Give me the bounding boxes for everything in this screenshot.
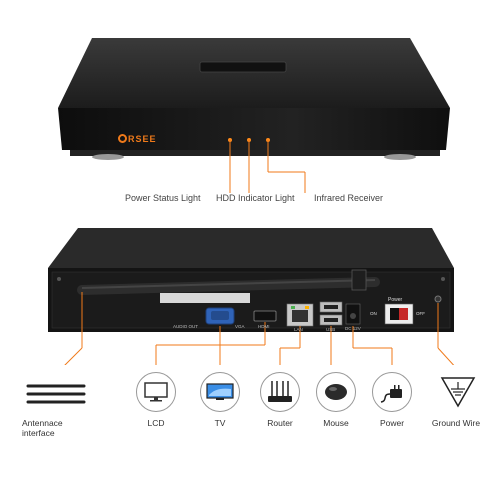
tv-caption: TV [214, 418, 226, 428]
power-status-label: Power Status Light [125, 193, 201, 203]
label-off: OFF [416, 311, 425, 316]
brand-logo: RSEE [118, 134, 157, 144]
infrared-receiver-label: Infrared Receiver [314, 193, 384, 203]
label-on: ON [370, 311, 377, 316]
label-dc: DC 12V [345, 326, 361, 331]
ground-item [438, 372, 478, 412]
router-item [260, 372, 300, 412]
ground-caption: Ground Wire [431, 418, 481, 428]
monitor-icon [144, 382, 168, 402]
label-lan: LAN [294, 327, 303, 332]
mouse-icon [325, 384, 347, 400]
lcd-item [136, 372, 176, 412]
mouse-caption: Mouse [323, 418, 349, 428]
nvr-front-view [58, 38, 450, 193]
antenna-caption: Antennace interface [22, 418, 63, 438]
label-audio-out: AUDIO OUT [173, 324, 199, 329]
label-hdmi: HDMI [258, 324, 270, 329]
antenna-icon [26, 384, 86, 404]
ground-icon [440, 377, 476, 408]
antenna-item [22, 372, 92, 412]
lcd-caption: LCD [147, 418, 165, 428]
power-caption: Power [379, 418, 405, 428]
tv-item [200, 372, 240, 412]
logo-mark-icon [118, 134, 127, 143]
power-item [372, 372, 412, 412]
router-caption: Router [267, 418, 293, 428]
label-usb: USB [326, 327, 336, 332]
mouse-item [316, 372, 356, 412]
brand-logo-text: RSEE [128, 134, 157, 144]
label-vga: VGA [235, 324, 245, 329]
hdd-indicator-label: HDD Indicator Light [216, 193, 295, 203]
tv-icon [206, 383, 234, 400]
label-power-switch: Power [388, 297, 403, 303]
power-adapter-icon [380, 385, 402, 403]
nvr-rear-view [48, 228, 455, 365]
router-icon [268, 381, 292, 402]
